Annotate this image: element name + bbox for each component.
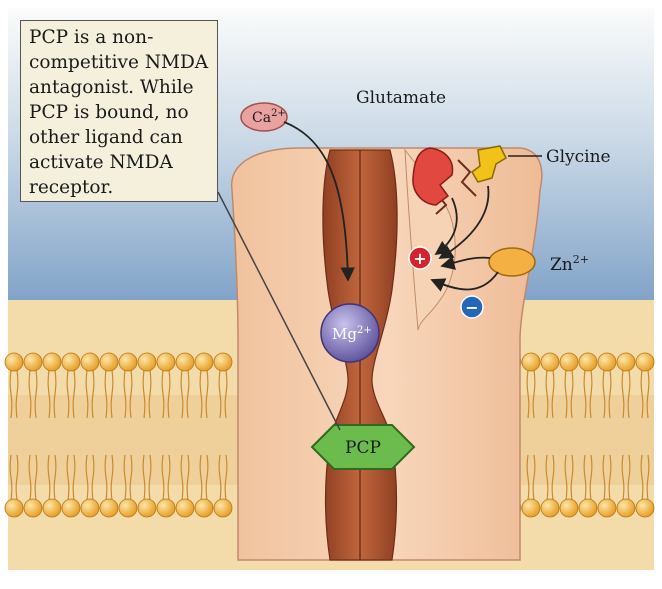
- lipid-head: [5, 353, 23, 371]
- lipid-head: [598, 499, 616, 517]
- lipid-head: [62, 499, 80, 517]
- lipid-head: [100, 353, 118, 371]
- callout-line: PCP is bound, no: [29, 100, 209, 125]
- lipid-head: [617, 499, 635, 517]
- lipid-head: [24, 353, 42, 371]
- callout-line: competitive NMDA: [29, 50, 209, 75]
- glycine-label: Glycine: [546, 147, 611, 167]
- lipid-head: [138, 499, 156, 517]
- callout-line: PCP is a non-: [29, 25, 209, 50]
- lipid-head: [617, 353, 635, 371]
- lipid-head: [43, 353, 61, 371]
- nmda-receptor: [232, 148, 542, 560]
- lipid-head: [579, 353, 597, 371]
- lipid-head: [5, 499, 23, 517]
- lipid-head: [579, 499, 597, 517]
- lipid-head: [62, 353, 80, 371]
- lipid-head: [157, 353, 175, 371]
- lipid-head: [541, 499, 559, 517]
- lipid-head: [24, 499, 42, 517]
- callout-line: other ligand can: [29, 125, 209, 150]
- lipid-head: [522, 353, 540, 371]
- lipid-head: [81, 499, 99, 517]
- lipid-head: [176, 353, 194, 371]
- lipid-head: [157, 499, 175, 517]
- lipid-head: [598, 353, 616, 371]
- zinc-ion: [489, 248, 535, 276]
- lipid-head: [560, 499, 578, 517]
- lipid-head: [195, 499, 213, 517]
- lipid-head: [195, 353, 213, 371]
- positive-site-sign: +: [413, 249, 426, 268]
- lipid-head: [522, 499, 540, 517]
- callout-line: activate NMDA: [29, 150, 209, 175]
- glutamate-ligand: [413, 148, 453, 205]
- glutamate-label: Glutamate: [356, 88, 446, 108]
- lipid-head: [214, 499, 232, 517]
- lipid-head: [560, 353, 578, 371]
- lipid-head: [176, 499, 194, 517]
- lipid-head: [214, 353, 232, 371]
- lipid-head: [541, 353, 559, 371]
- callout-line: receptor.: [29, 175, 209, 200]
- lipid-head: [636, 353, 654, 371]
- negative-site-sign: −: [465, 298, 478, 317]
- lipid-head: [81, 353, 99, 371]
- lipid-head: [119, 499, 137, 517]
- lipid-head: [43, 499, 61, 517]
- lipid-head: [138, 353, 156, 371]
- lipid-head: [119, 353, 137, 371]
- pcp-callout-box: PCP is a non- competitive NMDA antagonis…: [20, 20, 218, 202]
- pcp-label: PCP: [345, 438, 381, 458]
- lipid-head: [100, 499, 118, 517]
- callout-line: antagonist. While: [29, 75, 209, 100]
- lipid-head: [636, 499, 654, 517]
